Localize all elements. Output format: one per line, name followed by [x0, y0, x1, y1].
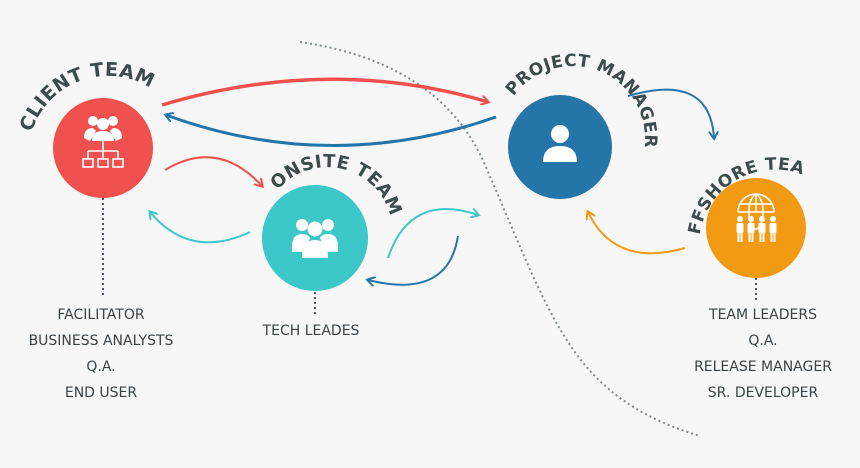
arrow-pm-to-client [166, 115, 497, 147]
client-roles: FACILITATOR BUSINESS ANALYSTS Q.A. END U… [29, 307, 174, 401]
org-chart-people-icon [82, 116, 124, 168]
onsite-role: TECH LEADES [262, 323, 360, 339]
arrow-onsite-to-pm [387, 209, 478, 259]
offshore-roles: TEAM LEADERS Q.A. RELEASE MANAGER SR. DE… [694, 307, 832, 401]
arrow-client-to-pm [161, 77, 488, 107]
onsite-team-circle [262, 185, 368, 291]
offshore-team-node [706, 178, 806, 278]
arrow-pm-to-offshore [627, 88, 714, 138]
arrow-onsite-to-client [150, 212, 251, 244]
divider-line [299, 41, 701, 437]
offshore-role: SR. DEVELOPER [708, 385, 819, 401]
arrow-client-to-onsite [164, 156, 262, 186]
arrow-offshore-to-pm [588, 212, 686, 255]
offshore-role: Q.A. [748, 333, 777, 349]
client-team-node [53, 98, 153, 198]
offshore-role: RELEASE MANAGER [694, 359, 832, 375]
person-icon [543, 125, 577, 162]
client-role: BUSINESS ANALYSTS [29, 333, 174, 349]
globe-people-icon [736, 193, 777, 242]
project-manager-node [508, 95, 612, 199]
client-role: Q.A. [86, 359, 115, 375]
client-role: FACILITATOR [57, 307, 144, 323]
onsite-team-node [262, 185, 368, 291]
client-role: END USER [65, 385, 138, 401]
offshore-role: TEAM LEADERS [708, 307, 817, 323]
offshore-team-circle [706, 178, 806, 278]
arrow-pm-to-onsite [368, 235, 459, 285]
onsite-roles: TECH LEADES [262, 323, 360, 339]
group-people-icon [292, 219, 338, 258]
